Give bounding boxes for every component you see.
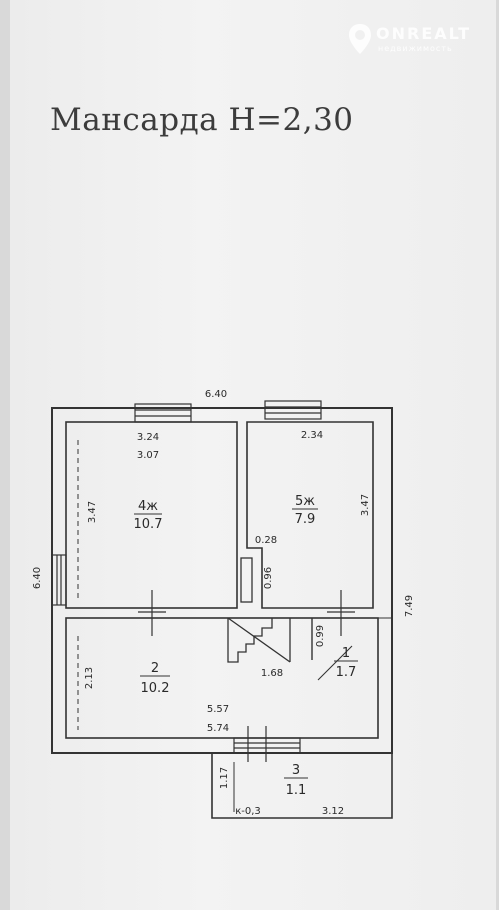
dim-room5-width: 2.34 [301,430,323,441]
balcony [211,753,393,819]
dim-left-height: 6.40 [32,567,43,589]
window-top-right [264,400,322,420]
dim-stair-length: 1.68 [261,668,283,679]
paper-sheet [10,0,496,910]
room-4-number: 4ж [138,499,158,514]
room-5-walls [246,421,374,609]
room-2-walls [65,617,379,739]
dim-bottom-outer: 5.74 [207,723,229,734]
niche [240,557,253,603]
staircase [227,617,291,663]
room-1-area: 1.7 [336,665,357,680]
plan-title: Мансарда Н=2,30 [50,102,354,138]
dim-room2-height: 2.13 [84,667,95,689]
dim-niche-height: 0.96 [263,567,274,589]
room-5-area: 7.9 [295,512,316,527]
dim-niche-width: 0.28 [255,535,277,546]
room-4-area: 10.7 [134,517,163,532]
dim-balcony-height: 1.17 [219,767,230,789]
outer-wall [51,407,393,754]
dim-balcony-width: 3.12 [322,806,344,817]
door-bottom [233,726,301,762]
dim-right-height: 7.49 [404,595,415,617]
room-1-number: 1 [342,646,350,661]
dim-bottom-inner: 5.57 [207,704,229,715]
location-pin-icon [349,24,371,54]
room-3-area: 1.1 [286,783,307,798]
watermark-brand: ONREALT [376,24,472,43]
dim-balcony-level: к-0,3 [235,806,261,817]
dim-room4-inner: 3.07 [137,450,159,461]
room-3-number: 3 [292,763,300,778]
window-top-left [134,403,192,423]
window-left [51,554,67,606]
watermark-subtitle: недвижимость [378,44,453,53]
dim-room4-height: 3.47 [87,501,98,523]
room-5-number: 5ж [295,494,315,509]
room-2-number: 2 [151,661,159,676]
dim-room4-outer: 3.24 [137,432,159,443]
room-2-area: 10.2 [141,681,170,696]
dim-room5-height: 3.47 [360,494,371,516]
dim-top-width: 6.40 [205,389,227,400]
dim-stair-gap: 0.99 [315,625,326,647]
